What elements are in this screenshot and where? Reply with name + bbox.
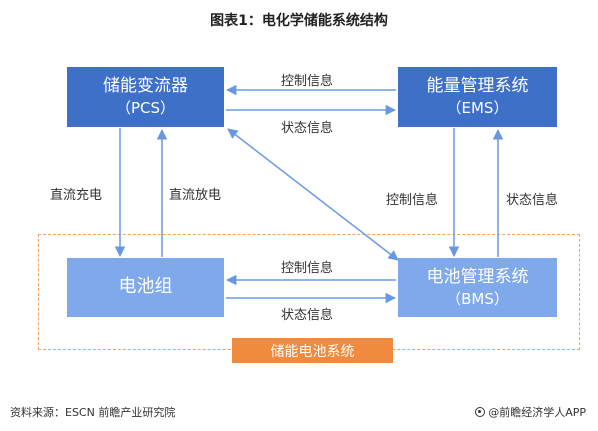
label-pcs-to-battery: 直流充电 — [50, 188, 103, 203]
brand-credit: @前瞻经济学人APP — [475, 404, 586, 420]
battery-system-label: 储能电池系统 — [232, 338, 393, 363]
label-pcs-to-ems: 状态信息 — [281, 121, 334, 136]
pcs-name: 储能变流器 — [103, 76, 188, 96]
bms-node: 电池管理系统 （BMS） — [398, 258, 557, 317]
bms-name: 电池管理系统 — [426, 266, 529, 287]
label-battery-to-pcs: 直流放电 — [169, 188, 222, 203]
ems-node: 能量管理系统 （EMS） — [398, 67, 557, 127]
pcs-node: 储能变流器 （PCS） — [67, 67, 224, 127]
brand-text: @前瞻经济学人APP — [488, 406, 586, 419]
battery-pack-node: 电池组 — [67, 258, 224, 317]
ems-abbr: （EMS） — [446, 99, 509, 118]
source-note: 资料来源：ESCN 前瞻产业研究院 — [10, 406, 176, 419]
battery-pack-name: 电池组 — [118, 276, 173, 298]
brand-logo-icon — [475, 407, 486, 417]
label-ems-to-pcs: 控制信息 — [281, 74, 334, 89]
label-bms-to-battery: 控制信息 — [281, 261, 334, 276]
label-ems-to-bms: 控制信息 — [386, 193, 439, 208]
ems-name: 能量管理系统 — [426, 76, 529, 96]
label-battery-to-bms: 状态信息 — [281, 308, 334, 323]
diagram-title: 图表1：电化学储能系统结构 — [210, 13, 388, 29]
label-bms-to-ems: 状态信息 — [506, 193, 559, 208]
bms-abbr: （BMS） — [446, 289, 509, 308]
pcs-abbr: （PCS） — [115, 99, 176, 118]
